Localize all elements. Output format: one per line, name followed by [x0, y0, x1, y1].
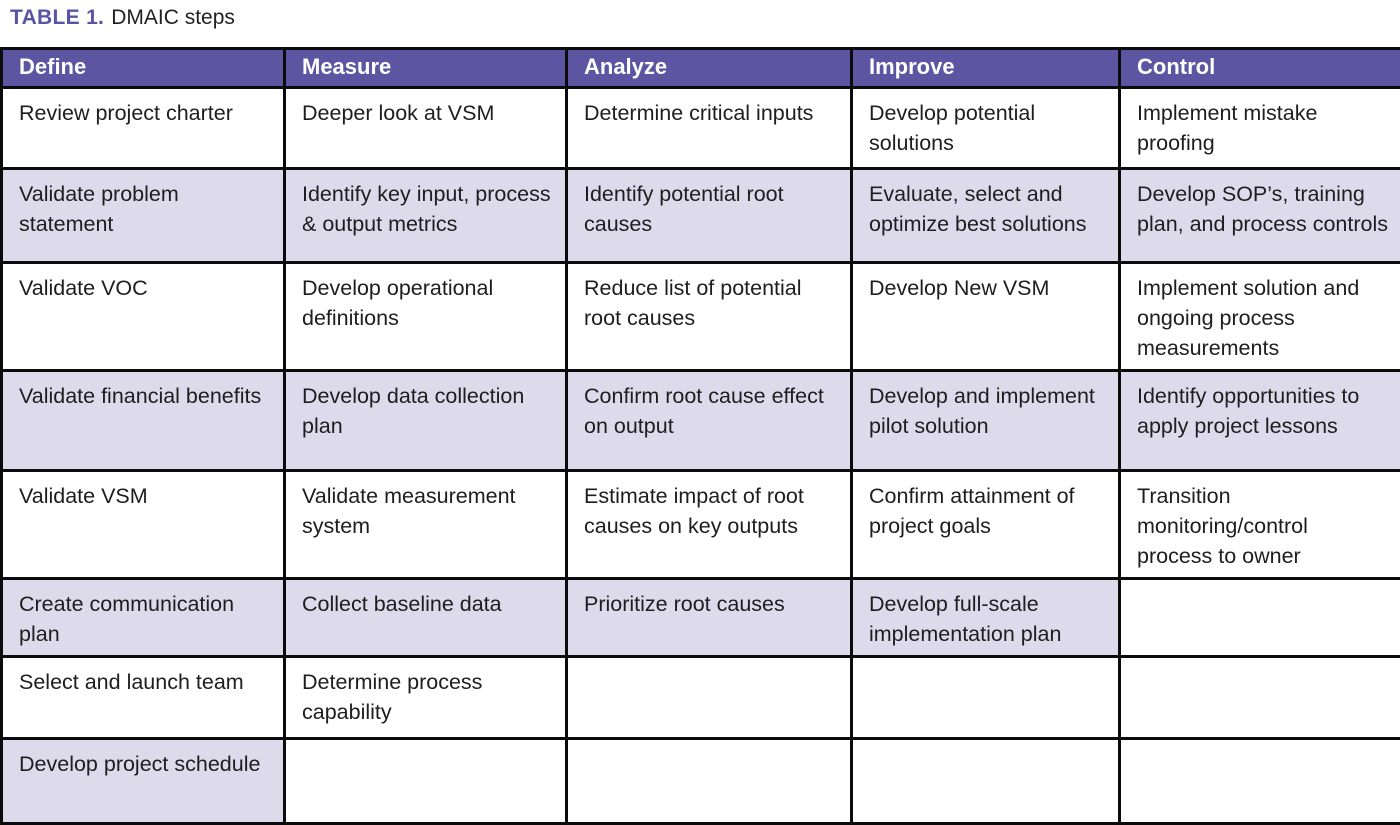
- column-header-improve: Improve: [852, 49, 1120, 88]
- column-header-define: Define: [2, 49, 285, 88]
- table-cell: Identify potential root causes: [567, 169, 852, 263]
- table-cell: Determine critical inputs: [567, 88, 852, 169]
- table-cell: Identify opportunities to apply project …: [1120, 371, 1400, 471]
- table-cell: Confirm root cause effect on output: [567, 371, 852, 471]
- table-cell: Develop project schedule: [2, 739, 285, 824]
- table-cell: Select and launch team: [2, 657, 285, 739]
- table-cell: Review project charter: [2, 88, 285, 169]
- column-header-analyze: Analyze: [567, 49, 852, 88]
- table-cell: [852, 657, 1120, 739]
- table-cell: Prioritize root causes: [567, 579, 852, 657]
- table-cell: Validate financial benefits: [2, 371, 285, 471]
- table-cell: Implement solution and ongoing process m…: [1120, 263, 1400, 371]
- table-caption-text: DMAIC steps: [111, 6, 235, 29]
- table-caption: TABLE 1. DMAIC steps: [0, 5, 1400, 30]
- table-cell: [285, 739, 567, 824]
- table-cell: Transition monitoring/control process to…: [1120, 471, 1400, 579]
- table-cell: [1120, 739, 1400, 824]
- table-cell: Reduce list of potential root causes: [567, 263, 852, 371]
- table-cell: Confirm attainment of project goals: [852, 471, 1120, 579]
- table-cell: [567, 739, 852, 824]
- table-cell: Validate measurement system: [285, 471, 567, 579]
- table-cell: Validate VSM: [2, 471, 285, 579]
- table-cell: Develop potential solutions: [852, 88, 1120, 169]
- table-cell: Validate VOC: [2, 263, 285, 371]
- table-cell: Develop operational definitions: [285, 263, 567, 371]
- column-header-control: Control: [1120, 49, 1400, 88]
- table-cell: Develop data collection plan: [285, 371, 567, 471]
- table-row: Develop project schedule: [2, 739, 1400, 824]
- table-cell: Develop full-scale implementation plan: [852, 579, 1120, 657]
- table-cell: Create communication plan: [2, 579, 285, 657]
- table-cell: [1120, 657, 1400, 739]
- table-cell: Develop and implement pilot solution: [852, 371, 1120, 471]
- table-cell: Collect baseline data: [285, 579, 567, 657]
- table-cell: Evaluate, select and optimize best solut…: [852, 169, 1120, 263]
- table-cell: Deeper look at VSM: [285, 88, 567, 169]
- table-cell: Validate problem statement: [2, 169, 285, 263]
- table-cell: [1120, 579, 1400, 657]
- column-header-measure: Measure: [285, 49, 567, 88]
- table-cell: Identify key input, process & output met…: [285, 169, 567, 263]
- table-cell: [852, 739, 1120, 824]
- table-caption-label: TABLE 1.: [10, 6, 104, 29]
- table-cell: Determine process capability: [285, 657, 567, 739]
- table-cell: Develop SOP’s, training plan, and proces…: [1120, 169, 1400, 263]
- table-cell: Develop New VSM: [852, 263, 1120, 371]
- table-cell: Estimate impact of root causes on key ou…: [567, 471, 852, 579]
- table-cell: Implement mistake proofing: [1120, 88, 1400, 169]
- table-cell: [567, 657, 852, 739]
